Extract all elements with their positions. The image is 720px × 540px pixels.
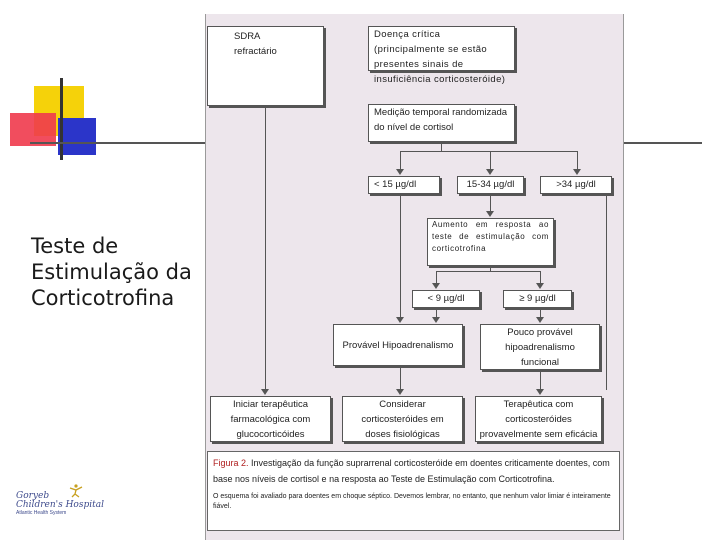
vertical-line [60, 78, 63, 160]
box-lt9: < 9 µg/dl [412, 290, 480, 308]
arrow-to-terapeutica [536, 389, 544, 395]
connector-pouco-down [540, 371, 541, 390]
connector-provavel-down [400, 367, 401, 390]
connector-medicao-down [441, 143, 442, 151]
figure-label: Figura 2. [213, 458, 249, 468]
box-aumento: Aumento em resposta ao teste de estimula… [427, 218, 554, 266]
child-figure-icon [68, 484, 84, 498]
arrow-to-ge9 [536, 283, 544, 289]
hospital-logo: Goryeb Children's Hospital Atlantic Heal… [16, 484, 116, 524]
connector-15-34-down [490, 195, 491, 212]
box-15-34: 15-34 µg/dl [457, 176, 524, 194]
caption-note: O esquema foi avaliado para doentes em c… [213, 492, 614, 512]
connector-gt34-down [606, 195, 607, 390]
slide-title: Teste de Estimulação da Corticotrofina [31, 233, 206, 311]
logo-system: Atlantic Health System [16, 510, 116, 516]
caption-text: Investigação da função suprarrenal corti… [213, 458, 610, 484]
arrow-to-iniciar [261, 389, 269, 395]
connector-lt15-down [400, 195, 401, 318]
arrow-to-considerar [396, 389, 404, 395]
box-pouco: Pouco provável hipoadrenalismo funcional [480, 324, 600, 370]
arrow-lt15-to-provavel [396, 317, 404, 323]
figure-caption: Figura 2. Investigação da função suprarr… [207, 451, 620, 531]
logo-subname: Children's Hospital [16, 501, 116, 510]
arrow-to-pouco [536, 317, 544, 323]
box-gt34: >34 µg/dl [540, 176, 612, 194]
arrow-to-aumento [486, 211, 494, 217]
arrow-to-lt15 [396, 169, 404, 175]
arrow-to-gt34 [573, 169, 581, 175]
box-lt15: < 15 µg/dl [368, 176, 440, 194]
box-medicao: Medição temporal randomizada do nível de… [368, 104, 515, 142]
blue-square [58, 118, 96, 155]
arrow-to-15-34 [486, 169, 494, 175]
connector-to-gt34 [577, 151, 578, 170]
connector-split-horizontal [400, 151, 578, 152]
box-doenca: Doença crítica (principalmente se estão … [368, 26, 515, 71]
connector-to-15-34 [490, 151, 491, 170]
connector-to-lt15 [400, 151, 401, 170]
box-considerar: Considerar corticosteróides em doses fis… [342, 396, 463, 442]
connector-split-2 [436, 271, 541, 272]
box-ge9: ≥ 9 µg/dl [503, 290, 572, 308]
box-provavel: Provável Hipoadrenalismo [333, 324, 463, 366]
box-iniciar: Iniciar terapêutica farmacológica com gl… [210, 396, 331, 442]
connector-sdra-down [265, 107, 266, 390]
arrow-to-lt9 [432, 283, 440, 289]
box-terapeutica: Terapêutica com corticosteróides provave… [475, 396, 602, 442]
box-sdra: SDRA refractário [207, 26, 324, 106]
arrow-to-provavel [432, 317, 440, 323]
